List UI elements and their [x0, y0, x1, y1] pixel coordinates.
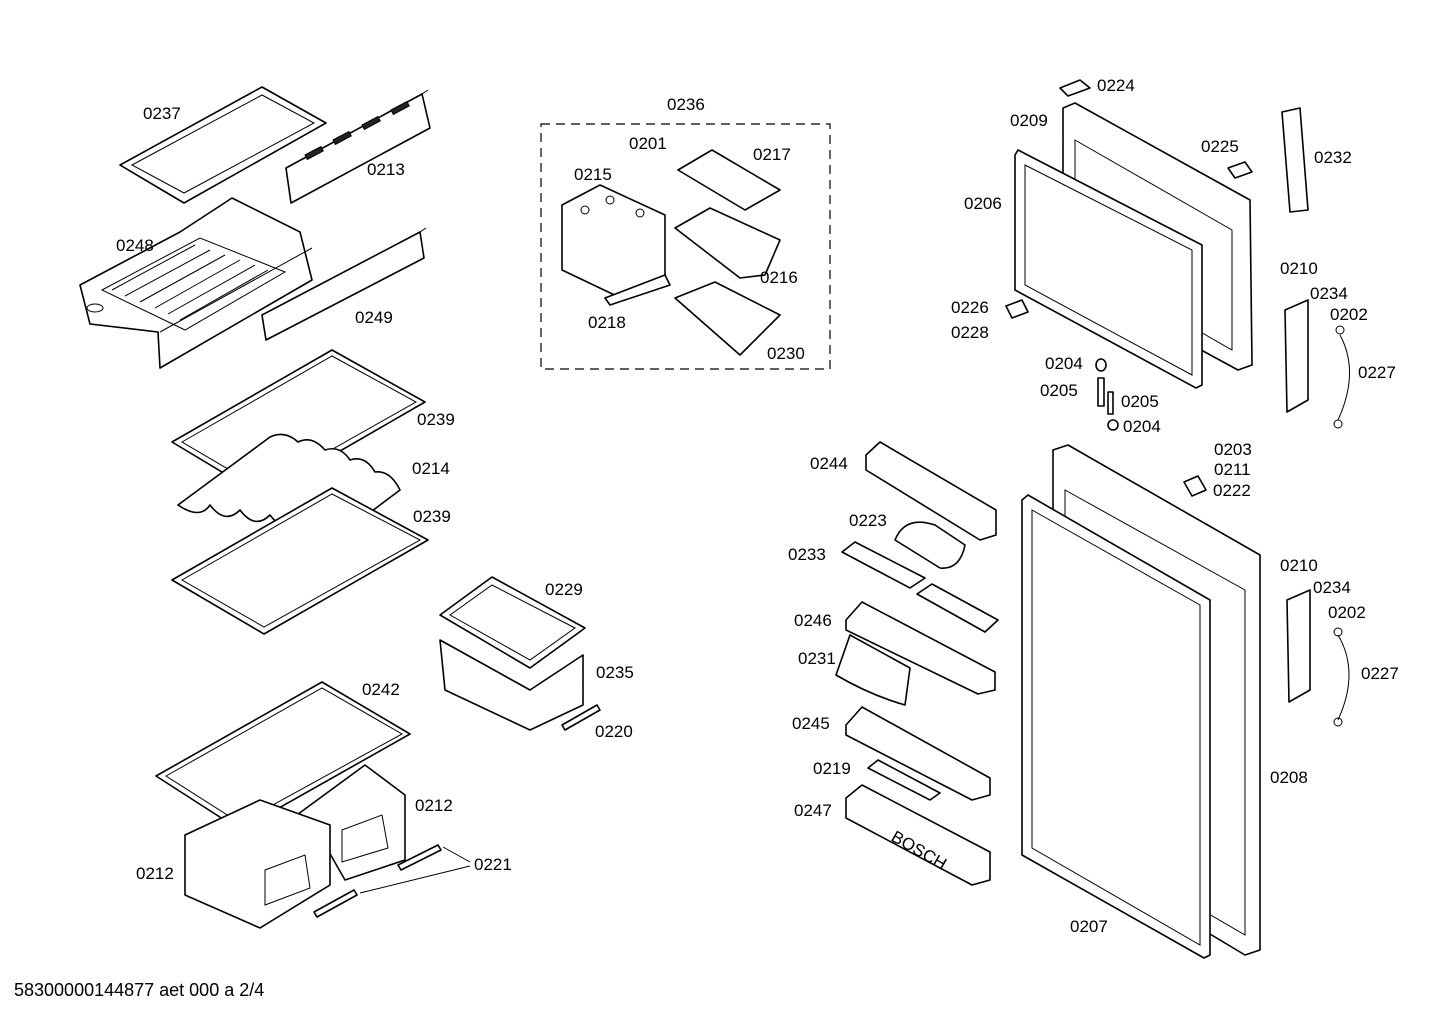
label-0213: 0213: [367, 160, 405, 179]
part-0221-strips: [313, 844, 471, 918]
label-0244: 0244: [810, 454, 848, 473]
part-0217-grid: [677, 149, 781, 211]
label-0246: 0246: [794, 611, 832, 630]
label-0230: 0230: [767, 344, 805, 363]
part-0230-bowl: [674, 281, 781, 356]
label-0220: 0220: [595, 722, 633, 741]
part-0248-drawer: [79, 197, 313, 369]
label-0214: 0214: [412, 459, 450, 478]
part-0207-gasket-lower: [1021, 494, 1211, 959]
part-0239-glass-shelf-lower: [171, 487, 429, 635]
label-0227-upper: 0227: [1358, 363, 1396, 382]
part-0229-crisper-lid: [439, 576, 586, 669]
part-0234-handle-lower: [1286, 589, 1311, 703]
part-0205-screws: [1095, 358, 1119, 431]
label-0203: 0203: [1214, 440, 1252, 459]
label-0212-left: 0212: [136, 864, 174, 883]
part-0231-flap: [835, 634, 911, 706]
label-0205-left: 0205: [1040, 381, 1078, 400]
label-0226: 0226: [951, 298, 989, 317]
part-0220-strip: [561, 704, 601, 731]
label-0245: 0245: [792, 714, 830, 733]
label-0222: 0222: [1213, 481, 1251, 500]
label-0202-lower: 0202: [1328, 603, 1366, 622]
part-0219-strip: [867, 759, 941, 801]
part-0249-strip: [261, 227, 427, 341]
label-0247: 0247: [794, 801, 832, 820]
label-0234-upper: 0234: [1310, 284, 1348, 303]
label-0227-lower: 0227: [1361, 664, 1399, 683]
label-0204-upper: 0204: [1045, 354, 1083, 373]
part-0235-crisper: [439, 639, 584, 731]
part-0244-door-bin: [865, 441, 997, 541]
label-0229: 0229: [545, 580, 583, 599]
label-0234-lower: 0234: [1313, 578, 1351, 597]
label-0239-upper: 0239: [417, 410, 455, 429]
label-0219: 0219: [813, 759, 851, 778]
label-0221: 0221: [474, 855, 512, 874]
part-0237-frame: [119, 86, 327, 204]
part-0224-clip: [1059, 79, 1091, 97]
part-labels: 0237 0213 0248 0249 0239 0214 0239 0229 …: [116, 76, 1399, 936]
part-0225-clip: [1227, 161, 1253, 179]
label-0239-lower: 0239: [413, 507, 451, 526]
part-0216-tray: [674, 207, 781, 279]
label-0235: 0235: [596, 663, 634, 682]
label-0205-right: 0205: [1121, 392, 1159, 411]
label-0236: 0236: [667, 95, 705, 114]
label-0223: 0223: [849, 511, 887, 530]
label-0231: 0231: [798, 649, 836, 668]
label-0215: 0215: [574, 165, 612, 184]
label-0218: 0218: [588, 313, 626, 332]
label-0208: 0208: [1270, 768, 1308, 787]
label-0217: 0217: [753, 145, 791, 164]
part-0245-door-bin: [845, 706, 991, 801]
label-0233: 0233: [788, 545, 826, 564]
label-0249: 0249: [355, 308, 393, 327]
part-0234-handle-upper: [1284, 299, 1309, 413]
part-0222-block: [1183, 475, 1207, 497]
part-0242-glass-shelf: [155, 681, 411, 831]
label-0224: 0224: [1097, 76, 1135, 95]
label-0242: 0242: [362, 680, 400, 699]
label-0207: 0207: [1070, 917, 1108, 936]
label-0209: 0209: [1010, 111, 1048, 130]
label-0228: 0228: [951, 323, 989, 342]
part-0246-door-bin: [845, 601, 996, 695]
label-0211: 0211: [1214, 460, 1251, 479]
label-0204-lower: 0204: [1123, 417, 1161, 436]
part-0247-door-bin: BOSCH: [845, 784, 991, 886]
label-0206: 0206: [964, 194, 1002, 213]
label-0237: 0237: [143, 104, 181, 123]
assembly-0236-box: [540, 123, 831, 370]
document-footer: 58300000144877 aet 000 a 2/4: [14, 980, 265, 1000]
part-0227-cable-upper: [1333, 325, 1350, 429]
part-0226-hinge-block: [1005, 299, 1029, 319]
part-0212-crisper-left: [184, 799, 331, 929]
part-0233-egg-tray-left: [841, 541, 926, 589]
part-0227-cable-lower: [1333, 627, 1350, 727]
part-0218-strip: [604, 274, 671, 306]
part-0206-gasket-upper: [1014, 149, 1203, 389]
part-0232-hinge: [1281, 107, 1309, 213]
part-0233-egg-tray-right: [916, 583, 999, 633]
label-0201: 0201: [629, 134, 667, 153]
label-0232: 0232: [1314, 148, 1352, 167]
part-0213-vent-panel: [285, 89, 431, 204]
label-0212-right: 0212: [415, 796, 453, 815]
label-0202-upper: 0202: [1330, 305, 1368, 324]
label-0248: 0248: [116, 236, 154, 255]
label-0210-upper: 0210: [1280, 259, 1318, 278]
label-0210-lower: 0210: [1280, 556, 1318, 575]
part-0223-butter-lid: [894, 521, 966, 569]
label-0216: 0216: [760, 268, 798, 287]
label-0225: 0225: [1201, 137, 1239, 156]
